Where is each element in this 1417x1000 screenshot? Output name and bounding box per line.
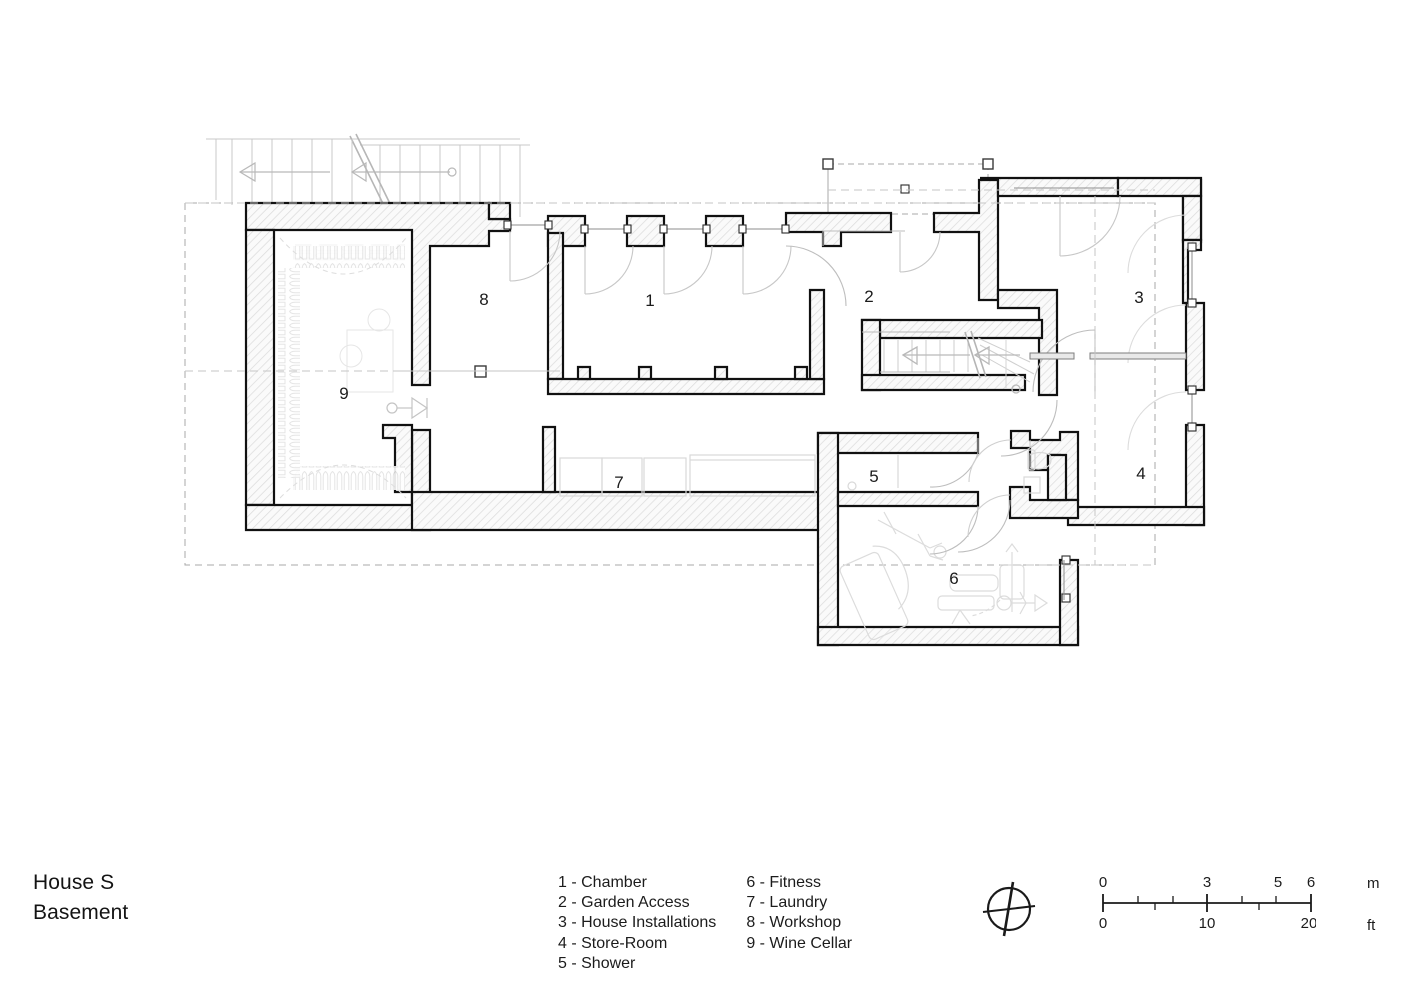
- room-number-6: 6: [949, 569, 958, 588]
- scale-unit-feet: ft: [1367, 917, 1376, 934]
- door-swings: [509, 195, 1187, 555]
- legend-item: 6 - Fitness: [746, 874, 821, 891]
- legend-item: 7 - Laundry: [746, 894, 828, 912]
- project-title: House S: [33, 871, 115, 894]
- legend-item: 9 - Wine Cellar: [746, 934, 853, 952]
- room-number-5: 5: [869, 467, 878, 486]
- scale-bar: 0 3 5 6 0 10 20: [1099, 874, 1316, 932]
- legend-column-right: 6 - Fitness 7 - Laundry 8 - Workshop 9 -…: [746, 873, 852, 974]
- scale-tick-ft-0: 0: [1099, 915, 1107, 932]
- legend-item: 4 - Store-Room: [558, 934, 668, 952]
- legend-item: 5 - Shower: [558, 954, 636, 972]
- scale-unit-meters: m: [1367, 875, 1380, 892]
- legend-item: 1 - Chamber: [558, 874, 647, 891]
- room-number-3: 3: [1134, 288, 1143, 307]
- legend-item: 8 - Workshop: [746, 914, 842, 932]
- legend-column-left: 1 - Chamber 2 - Garden Access 3 - House …: [558, 873, 716, 974]
- title-block: House S Basement: [33, 868, 128, 928]
- scale-tick-m-6: 6: [1307, 874, 1315, 891]
- wine-rack: [278, 237, 407, 499]
- drawing-title: Basement: [33, 901, 129, 924]
- room-number-4: 4: [1136, 464, 1145, 483]
- property-boundary: [184, 202, 1156, 566]
- legend-item: 3 - House Installations: [558, 914, 717, 932]
- room-number-7: 7: [614, 473, 623, 492]
- legend-item: 2 - Garden Access: [558, 894, 690, 912]
- dimension-guides: [185, 189, 1155, 566]
- furniture-layer: [559, 449, 1052, 641]
- wall-detail-lines: [274, 229, 564, 506]
- workshop-fixtures: [386, 396, 429, 420]
- scale-tick-m-5: 5: [1274, 874, 1282, 891]
- scale-tick-ft-10: 10: [1199, 915, 1216, 932]
- room-number-8: 8: [479, 290, 488, 309]
- room-legend: 1 - Chamber 2 - Garden Access 3 - House …: [558, 873, 852, 974]
- internal-staircase: [862, 330, 1035, 394]
- room-number-1: 1: [645, 291, 654, 310]
- window-glazing: [503, 184, 1197, 603]
- room-number-2: 2: [864, 287, 873, 306]
- scale-tick-m-0: 0: [1099, 874, 1107, 891]
- north-arrow-icon: [982, 881, 1036, 937]
- scale-tick-ft-20: 20: [1301, 915, 1316, 932]
- room-number-9: 9: [339, 384, 348, 403]
- scale-tick-m-3: 3: [1203, 874, 1211, 891]
- room-number-labels: 1 2 3 4 5 6 7 8 9: [339, 287, 1145, 588]
